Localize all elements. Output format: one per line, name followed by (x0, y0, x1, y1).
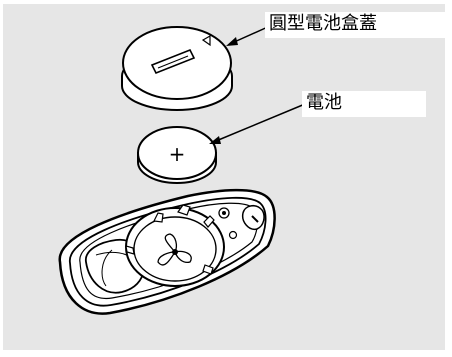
key-fob (58, 188, 276, 315)
contact-spring (157, 233, 192, 266)
battery-compartment (125, 204, 225, 287)
battery-plus-mark: + (169, 142, 186, 166)
battery-leader-line (215, 103, 306, 142)
battery-cover-label: 圓型電池盒蓋 (265, 12, 445, 38)
battery-leader-arrowhead (209, 136, 221, 144)
callout-lines (209, 25, 306, 144)
cover-leader-line (231, 25, 271, 44)
cover-leader-arrowhead (226, 37, 238, 46)
cover-arrow-mark (201, 34, 211, 47)
fob-key-ring-area (218, 205, 265, 240)
coin-battery: + (137, 126, 217, 184)
battery-label: 電池 (302, 91, 426, 117)
battery-cover (121, 26, 233, 111)
cover-slot (150, 48, 196, 75)
